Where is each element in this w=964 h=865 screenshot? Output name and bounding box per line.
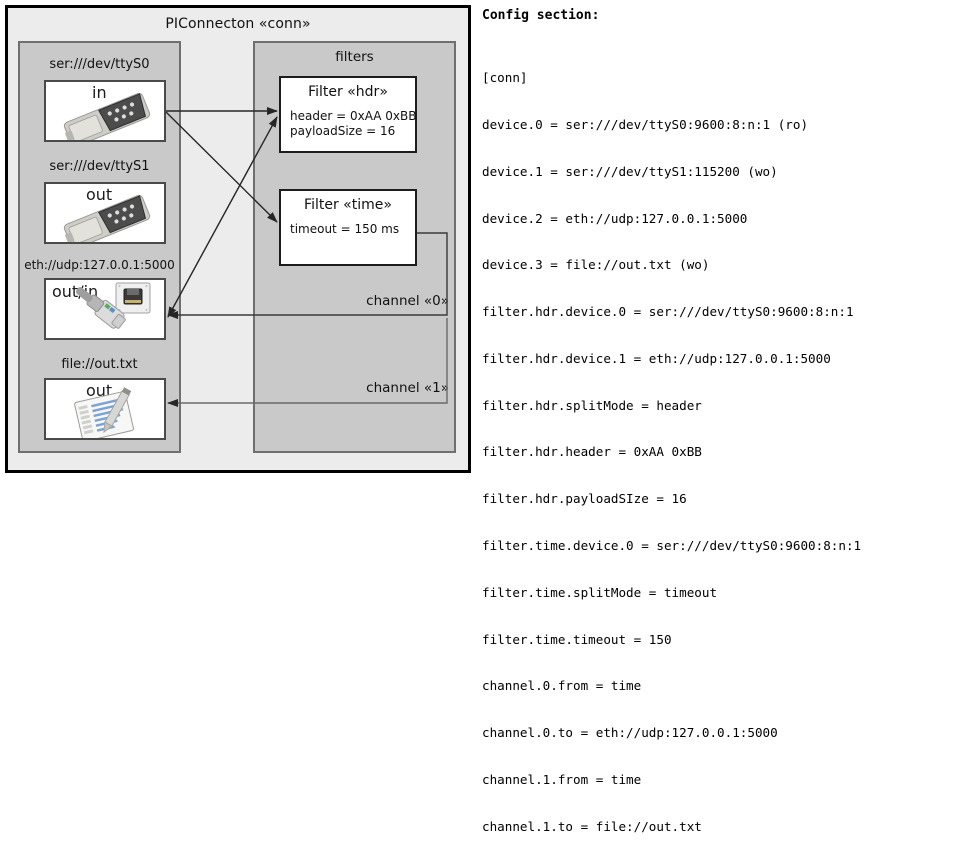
device-card-ser-ttys0[interactable]: in (44, 80, 166, 142)
config-line: device.1 = ser:///dev/ttyS1:115200 (wo) (482, 163, 778, 179)
device-label-ser-ttys0: ser:///dev/ttyS0 (49, 57, 150, 72)
config-line: device.3 = file://out.txt (wo) (482, 257, 710, 273)
config-line: channel.0.to = eth://udp:127.0.0.1:5000 (482, 725, 778, 741)
config-line: device.0 = ser:///dev/ttyS0:9600:8:n:1 (… (482, 116, 809, 132)
config-line: channel.1.to = file://out.txt (482, 818, 702, 834)
config-line: channel.1.from = time (482, 771, 642, 787)
config-section: Config section: [conn] device.0 = ser://… (482, 8, 960, 865)
filter-card-time[interactable]: Filter «time» timeout = 150 ms (279, 189, 417, 266)
filter-title-hdr: Filter «hdr» (308, 84, 388, 100)
device-card-ser-ttys1[interactable]: out (44, 182, 166, 244)
config-line: filter.hdr.payloadSIze = 16 (482, 491, 687, 507)
page-title: PIConnecton «conn» (165, 16, 311, 32)
filter-props-time: timeout = 150 ms (290, 222, 399, 237)
config-line: filter.time.splitMode = timeout (482, 584, 718, 600)
config-line: filter.hdr.device.1 = eth://udp:127.0.0.… (482, 350, 831, 366)
config-code-block: [conn] device.0 = ser:///dev/ttyS0:9600:… (482, 39, 960, 865)
config-line: channel.0.from = time (482, 678, 642, 694)
serial-port-icon (63, 92, 151, 140)
device-card-eth-udp[interactable]: out/in (44, 278, 166, 340)
device-label-file-out: file://out.txt (61, 357, 138, 372)
device-label-ser-ttys1: ser:///dev/ttyS1 (49, 159, 150, 174)
config-line: filter.hdr.device.0 = ser:///dev/ttyS0:9… (482, 304, 854, 320)
config-line: filter.hdr.header = 0xAA 0xBB (482, 444, 702, 460)
filter-props-hdr: header = 0xAA 0xBB payloadSize = 16 (290, 109, 416, 139)
filter-prop: header = 0xAA 0xBB (290, 109, 417, 123)
config-line: filter.time.timeout = 150 (482, 631, 672, 647)
config-line: [conn] (482, 70, 528, 86)
serial-port-icon (63, 194, 151, 242)
filter-prop: payloadSize = 16 (290, 124, 396, 138)
channel-label-0: channel «0» (366, 293, 449, 309)
device-direction-in: in (92, 83, 107, 102)
config-line: filter.hdr.splitMode = header (482, 397, 702, 413)
config-heading: Config section: (482, 8, 600, 23)
device-label-eth-udp: eth://udp:127.0.0.1:5000 (24, 258, 175, 272)
filter-title-time: Filter «time» (304, 197, 392, 213)
filter-card-hdr[interactable]: Filter «hdr» header = 0xAA 0xBB payloadS… (279, 76, 417, 153)
ethernet-socket-icon (75, 282, 151, 329)
device-card-file-out[interactable]: out (44, 378, 166, 440)
filters-panel-title: filters (335, 49, 374, 65)
diagram-root: PIConnecton «conn» ser:///dev/ttyS0 in s… (5, 5, 861, 834)
config-line: filter.time.device.0 = ser:///dev/ttyS0:… (482, 538, 862, 553)
filter-prop: timeout = 150 ms (290, 222, 400, 236)
channel-label-1: channel «1» (366, 380, 449, 396)
text-file-icon (74, 387, 134, 438)
config-line: device.2 = eth://udp:127.0.0.1:5000 (482, 210, 748, 226)
device-direction-out: out (86, 185, 113, 204)
